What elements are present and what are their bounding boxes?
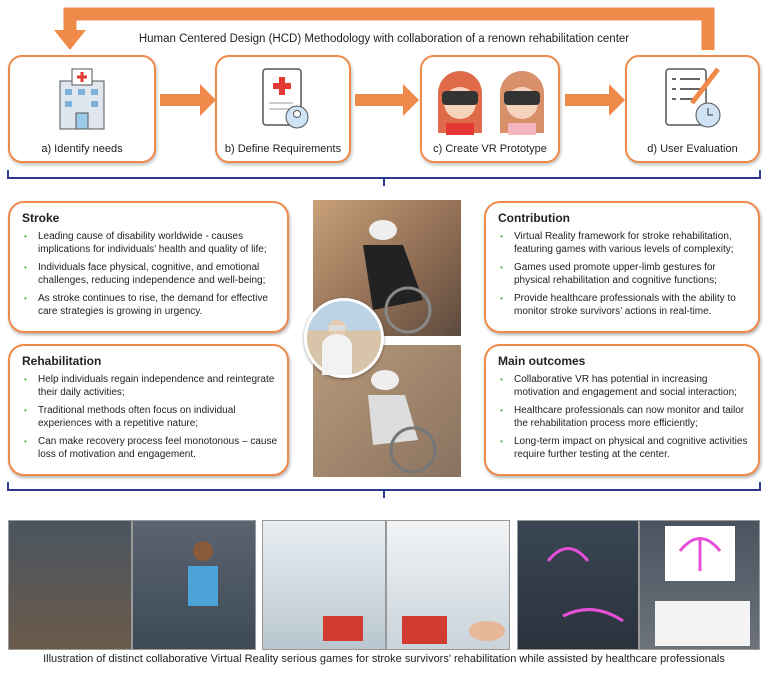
game-screenshot-blocks-1: [8, 520, 132, 650]
hospital-icon: [59, 68, 105, 130]
vr-headset-users-icon: [438, 71, 544, 135]
step-arrows: [160, 84, 625, 116]
arrow-icon: [160, 84, 216, 116]
game-screenshot-drawing-2: [639, 520, 760, 650]
list-item: Help individuals regain independence and…: [22, 373, 277, 399]
arrow-icon: [565, 84, 625, 116]
list-item: Collaborative VR has potential in increa…: [498, 373, 748, 399]
medical-document-icon: [262, 68, 309, 129]
game-screenshot-blocks-2: [132, 520, 256, 650]
rehabilitation-title: Rehabilitation: [22, 354, 102, 368]
step-identify-needs: a) Identify needs: [8, 55, 156, 163]
step-user-evaluation: d) User Evaluation: [625, 55, 760, 163]
contribution-box: Contribution Virtual Reality framework f…: [484, 201, 760, 333]
list-item: Healthcare professionals can now monitor…: [498, 404, 748, 430]
list-item: Can make recovery process feel monotonou…: [22, 435, 277, 461]
list-item: Leading cause of disability worldwide - …: [22, 230, 277, 256]
list-item: Provide healthcare professionals with th…: [498, 292, 748, 318]
figure-caption: Illustration of distinct collaborative V…: [43, 653, 725, 665]
outcomes-title: Main outcomes: [498, 354, 586, 368]
main-outcomes-box: Main outcomes Collaborative VR has poten…: [484, 344, 760, 476]
step-label: c) Create VR Prototype: [433, 143, 547, 155]
list-item: Games used promote upper-limb gestures f…: [498, 261, 748, 287]
list-item: Individuals face physical, cognitive, an…: [22, 261, 277, 287]
stroke-box: Stroke Leading cause of disability world…: [8, 201, 289, 333]
game-screenshot-drawing-1: [517, 520, 639, 650]
feedback-loop-arrow: [54, 7, 715, 50]
list-item: Virtual Reality framework for stroke reh…: [498, 230, 748, 256]
list-item: Long-term impact on physical and cogniti…: [498, 435, 748, 461]
step-create-vr-prototype: c) Create VR Prototype: [420, 55, 560, 163]
step-label: a) Identify needs: [41, 143, 123, 155]
evaluation-clipboard-icon: [664, 67, 720, 128]
photo-therapist-circle: [304, 298, 384, 378]
list-item: Traditional methods often focus on indiv…: [22, 404, 277, 430]
arrow-icon: [355, 84, 419, 116]
bottom-bracket: [7, 482, 761, 498]
step-label: b) Define Requirements: [224, 143, 342, 155]
step-define-requirements: b) Define Requirements: [215, 55, 351, 163]
stroke-title: Stroke: [22, 211, 60, 225]
contribution-title: Contribution: [498, 211, 570, 225]
list-item: As stroke continues to rise, the demand …: [22, 292, 277, 318]
methodology-title: Human Centered Design (HCD) Methodology …: [138, 33, 630, 45]
game-screenshot-supermarket-2: [386, 520, 510, 650]
rehabilitation-box: Rehabilitation Help individuals regain i…: [8, 344, 289, 476]
step-label: d) User Evaluation: [647, 143, 738, 155]
game-screenshot-supermarket-1: [262, 520, 386, 650]
top-bracket: [7, 170, 761, 186]
